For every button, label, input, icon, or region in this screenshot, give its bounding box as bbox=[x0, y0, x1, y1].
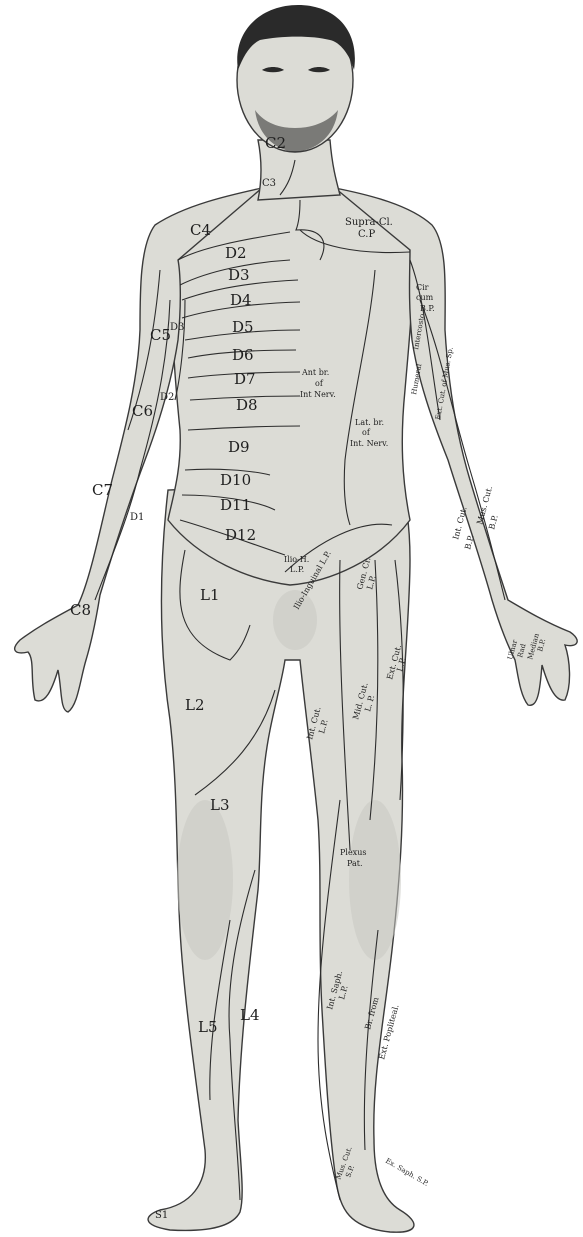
label-d8: D8 bbox=[236, 396, 258, 414]
label-d3-arm: D3 bbox=[170, 322, 184, 333]
label-l1: L1 bbox=[200, 586, 220, 604]
label-d6: D6 bbox=[232, 346, 254, 364]
label-d12: D12 bbox=[225, 526, 256, 544]
label-d9: D9 bbox=[228, 438, 250, 456]
label-c4: C4 bbox=[190, 221, 211, 239]
label-supra-cl: Supra-Cl. bbox=[345, 217, 393, 228]
label-mus-cut-2: B.P. bbox=[487, 514, 500, 531]
label-ilio-h: Ilio-H. bbox=[284, 555, 309, 564]
label-d10: D10 bbox=[220, 471, 251, 489]
label-d3: D3 bbox=[228, 266, 250, 284]
label-lat-br-nerv: Int. Nerv. bbox=[350, 439, 388, 448]
label-d2: D2 bbox=[225, 244, 247, 262]
label-lat-br-of: of bbox=[362, 428, 371, 437]
label-ant-br: Ant br. bbox=[301, 368, 329, 377]
label-l5: L5 bbox=[198, 1018, 218, 1036]
body-silhouette bbox=[15, 5, 577, 1232]
label-circum-bp: B.P. bbox=[420, 304, 435, 313]
label-c8: C8 bbox=[70, 601, 91, 619]
label-l4: L4 bbox=[240, 1006, 260, 1024]
label-d1: D1 bbox=[130, 512, 144, 523]
label-plexus: Plexus bbox=[340, 848, 366, 857]
label-d4: D4 bbox=[230, 291, 252, 309]
label-l3: L3 bbox=[210, 796, 230, 814]
label-int-cut-bp-2: B.P. bbox=[463, 534, 476, 551]
label-circum: Cir bbox=[416, 283, 429, 292]
label-ant-br-of: of bbox=[315, 379, 324, 388]
label-c6: C6 bbox=[132, 402, 153, 420]
label-s1: S1 bbox=[155, 1210, 168, 1221]
label-c7: C7 bbox=[92, 481, 113, 499]
label-ant-br-nerv: Int Nerv. bbox=[300, 390, 336, 399]
label-c3: C3 bbox=[262, 178, 276, 189]
label-l2: L2 bbox=[185, 696, 205, 714]
label-c5: C5 bbox=[150, 326, 171, 344]
label-supra-cl-cp: C.P bbox=[358, 229, 375, 240]
label-circum-2: cum bbox=[416, 293, 434, 302]
label-d5: D5 bbox=[232, 318, 254, 336]
label-d7: D7 bbox=[234, 370, 256, 388]
label-d11: D11 bbox=[220, 496, 251, 514]
label-lat-br: Lat. br. bbox=[355, 418, 384, 427]
label-ex-saph: Ex. Saph. S.P. bbox=[384, 1157, 430, 1188]
label-d2-arm: D2 bbox=[160, 392, 174, 403]
label-plexus-pat: Pat. bbox=[347, 859, 363, 868]
label-c2: C2 bbox=[265, 134, 286, 152]
label-ilio-h-lp: L.P. bbox=[290, 565, 304, 574]
